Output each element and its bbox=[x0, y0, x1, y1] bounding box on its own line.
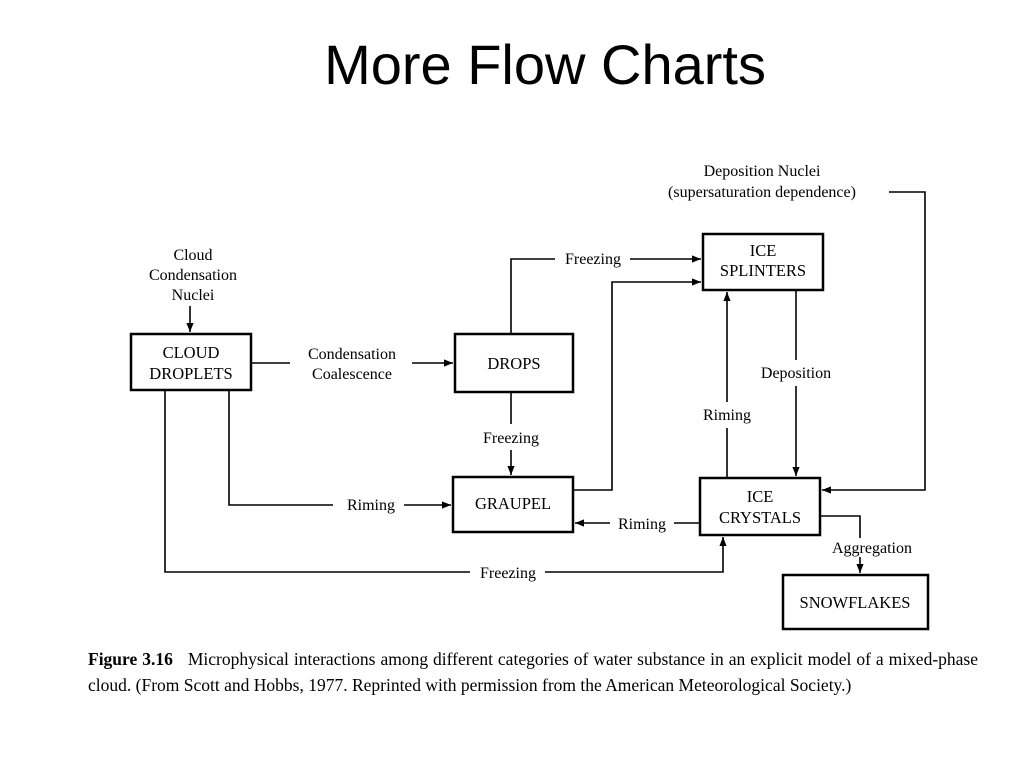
svg-text:CLOUD: CLOUD bbox=[163, 343, 220, 362]
edge-cloud-to-ice-crystals-head bbox=[545, 537, 727, 573]
flow-diagram: CLOUD DROPLETS DROPS GRAUPEL ICE SPLINTE… bbox=[129, 163, 930, 631]
edge-label-freezing-bottom: Freezing bbox=[480, 565, 536, 582]
edge-label-freezing-top: Freezing bbox=[565, 251, 621, 268]
svg-text:ICE: ICE bbox=[750, 241, 777, 260]
svg-text:DROPLETS: DROPLETS bbox=[149, 364, 232, 383]
node-cloud-droplets: CLOUD DROPLETS bbox=[129, 332, 253, 392]
source-ccn: Cloud Condensation Nuclei bbox=[149, 247, 237, 304]
node-drops: DROPS bbox=[453, 332, 575, 394]
edge-label-deposition: Deposition bbox=[761, 365, 831, 382]
edge-graupel-to-ice-splinters bbox=[573, 278, 701, 491]
slide-title: More Flow Charts bbox=[324, 33, 766, 96]
figure-caption-text: Microphysical interactions among differe… bbox=[88, 649, 978, 695]
edge-crystals-to-snowflakes bbox=[820, 515, 861, 538]
svg-text:Nuclei: Nuclei bbox=[172, 287, 215, 304]
figure-caption: Figure 3.16 Microphysical interactions a… bbox=[88, 646, 978, 698]
figure-label: Figure 3.16 bbox=[88, 649, 173, 669]
svg-text:SNOWFLAKES: SNOWFLAKES bbox=[800, 593, 911, 612]
edge-label-riming-right: Riming bbox=[618, 516, 666, 533]
edge-label-riming-left: Riming bbox=[347, 497, 395, 514]
svg-text:Cloud: Cloud bbox=[173, 247, 212, 264]
edge-label-coalescence: Coalescence bbox=[312, 366, 392, 383]
svg-text:(supersaturation dependence): (supersaturation dependence) bbox=[668, 184, 856, 201]
edge-label-condensation: Condensation bbox=[308, 346, 396, 363]
edge-label-aggregation: Aggregation bbox=[832, 540, 912, 557]
edge-deposition-nuclei-to-crystals bbox=[822, 191, 926, 494]
node-snowflakes: SNOWFLAKES bbox=[781, 573, 930, 631]
edge-drops-to-ice-splinters bbox=[510, 258, 555, 334]
svg-text:Deposition Nuclei: Deposition Nuclei bbox=[704, 163, 821, 180]
edge-cloud-to-ice-crystals bbox=[164, 390, 470, 573]
svg-text:GRAUPEL: GRAUPEL bbox=[475, 494, 551, 513]
edge-label-riming-vertical: Riming bbox=[703, 407, 751, 424]
edge-cloud-to-graupel bbox=[228, 390, 333, 506]
svg-text:DROPS: DROPS bbox=[487, 354, 540, 373]
svg-text:SPLINTERS: SPLINTERS bbox=[720, 261, 806, 280]
svg-text:ICE: ICE bbox=[747, 487, 774, 506]
source-deposition-nuclei: Deposition Nuclei (supersaturation depen… bbox=[668, 163, 856, 201]
svg-text:Condensation: Condensation bbox=[149, 267, 237, 284]
node-graupel: GRAUPEL bbox=[451, 475, 575, 534]
svg-text:CRYSTALS: CRYSTALS bbox=[719, 508, 801, 527]
node-ice-crystals: ICE CRYSTALS bbox=[698, 476, 822, 537]
node-ice-splinters: ICE SPLINTERS bbox=[701, 232, 825, 292]
edge-label-freezing-mid: Freezing bbox=[483, 430, 539, 447]
